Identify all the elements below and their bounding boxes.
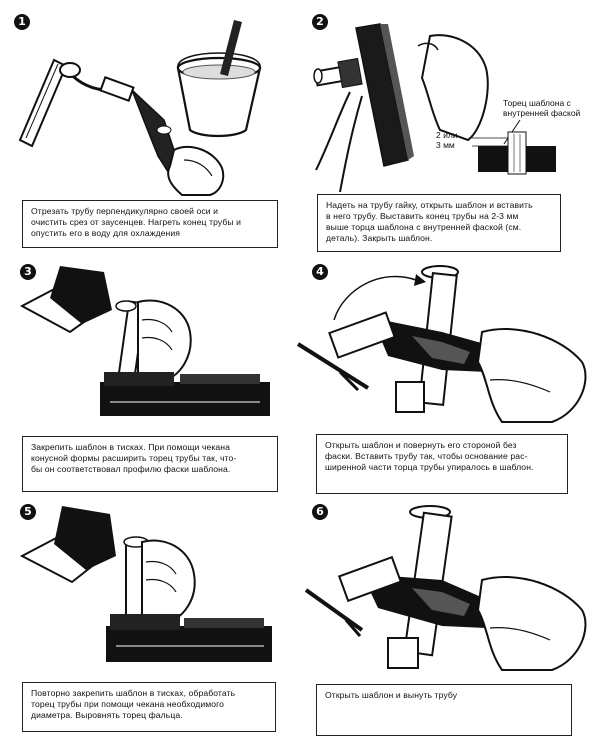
clamp-screw-icon [296,311,396,392]
hand-icon [476,328,587,423]
step-6-caption: Открыть шаблон и вынуть трубу [316,684,572,736]
step-6-number: 6 [312,504,328,520]
step-2-number: 2 [312,14,328,30]
hand-icon [476,576,587,671]
template-detail-section [472,131,556,175]
step-4-number: 4 [312,264,328,280]
hand-icon [167,145,225,196]
hand-icon [315,34,489,193]
step-5-caption-line: Повторно закрепить шаблон в тисках, обра… [31,688,236,698]
pipe-with-nut-icon [313,57,363,89]
step-2-caption-line: выше торца шаблона с внутренней фаской (… [326,222,522,232]
dimension-label-line: 2 или [436,130,458,140]
step-2-caption-line: деталь). Закрыть шаблон. [326,233,433,243]
hammer-icon [19,266,112,334]
template-detail-label: Торец шаблона с внутренней фаской [503,98,595,118]
dimension-label: 2 или 3 мм [436,130,476,150]
step-2-caption-line: в него трубу. Выставить конец трубы на 2… [326,211,519,221]
step-5-illustration [19,506,272,662]
hand-icon [141,539,196,626]
dimension-label-line: 3 мм [436,140,455,150]
hand-icon [137,299,192,384]
step-2-caption: Надеть на трубу гайку, открыть шаблон и … [317,194,561,252]
step-5-caption-line: диаметра. Выровнять торец фальца. [31,710,183,720]
step-3-caption-line: Закрепить шаблон в тисках. При помощи че… [31,442,230,452]
torch-icon [59,62,188,180]
hammer-icon [19,506,116,584]
step-6-illustration [304,505,587,671]
step-1-caption-line: опустить его в воду для охлаждения [31,228,181,238]
step-1-caption: Отрезать трубу перпендикулярно своей оси… [22,200,278,248]
pipe-icon [18,58,68,148]
step-1-caption-line: Отрезать трубу перпендикулярно своей оси… [31,206,219,216]
step-1-caption-line: очистить срез от заусенцев. Нагреть коне… [31,217,242,227]
step-3-caption: Закрепить шаблон в тисках. При помощи че… [22,436,278,492]
step-3-caption-line: бы он соответствовал профилю фаски шабло… [31,464,231,474]
rotate-arrow-icon [333,274,426,321]
template-icon [372,318,492,372]
step-5-caption: Повторно закрепить шаблон в тисках, обра… [22,682,276,732]
step-3-caption-line: конусной формы расширить торец трубы так… [31,453,237,463]
vise-icon [106,614,272,662]
step-3-illustration [19,266,270,416]
step-4-illustration [296,265,587,423]
step-3-number: 3 [20,264,36,280]
clamp-screw-icon [304,555,403,637]
step-2-illustration [313,23,489,193]
vise-icon [100,372,270,416]
step-6-caption-line: Открыть шаблон и вынуть трубу [325,690,458,700]
step-5-caption-line: торец трубы при помощи чекана необходимо… [31,699,225,709]
step-1-number: 1 [14,14,30,30]
step-4-caption-line: ширенной части торца трубы упиралось в ш… [325,462,534,472]
template-detail-label-line: внутренней фаской [503,108,581,118]
step-4-caption: Открыть шаблон и повернуть его стороной … [316,434,568,494]
template-icon [355,23,414,167]
template-detail-label-line: Торец шаблона с [503,98,571,108]
step-5-number: 5 [20,504,36,520]
step-2-caption-line: Надеть на трубу гайку, открыть шаблон и … [326,200,533,210]
step-1-illustration [18,20,262,196]
step-4-caption-line: фаски. Вставить трубу так, чтобы основан… [325,451,528,461]
template-icon [362,574,488,628]
bucket-icon [176,20,262,138]
step-4-caption-line: Открыть шаблон и повернуть его стороной … [325,440,517,450]
